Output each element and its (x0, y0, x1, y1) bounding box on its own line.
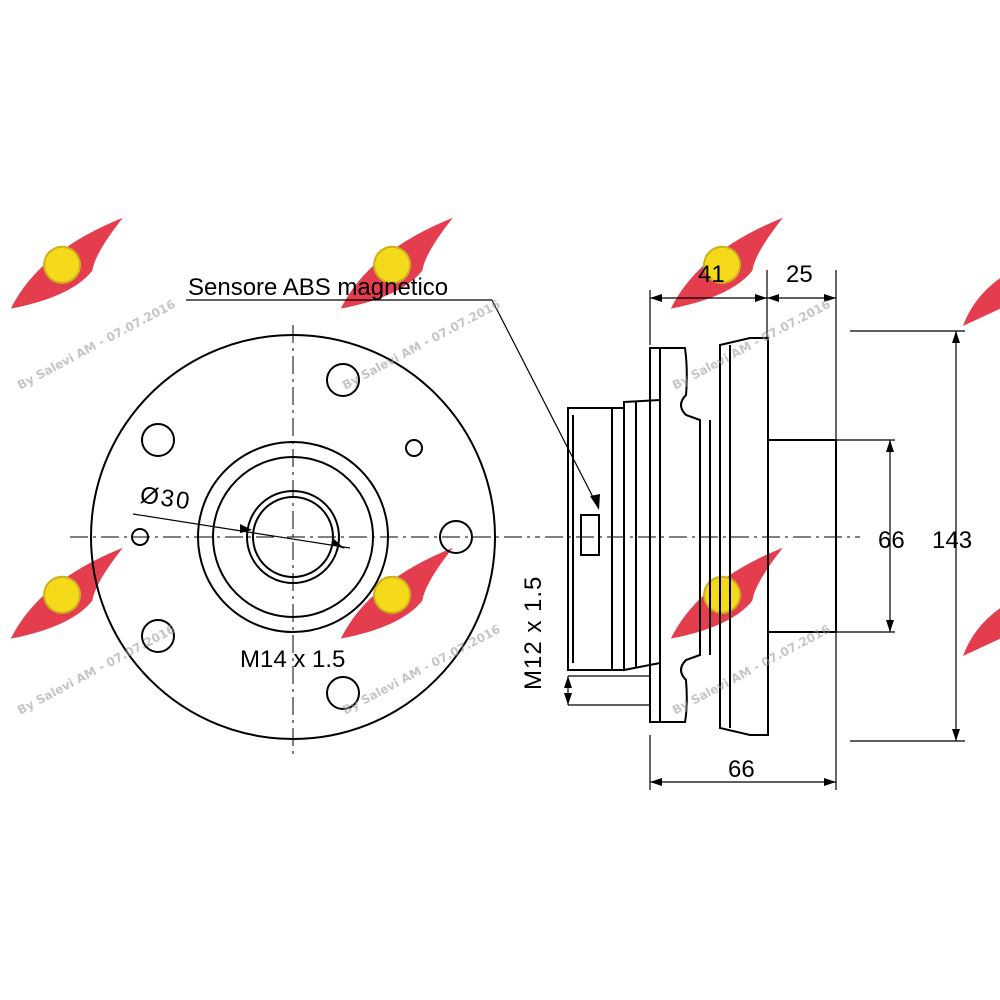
dim-66-side-label: 66 (878, 527, 905, 554)
abs-sensor-element (580, 514, 600, 556)
diameter-arrow-left (240, 524, 252, 533)
bore-outer (246, 490, 340, 584)
stud-hole (141, 619, 175, 653)
watermark-logos (10, 217, 1000, 656)
dim-66-bottom-label: 66 (728, 756, 755, 783)
diameter-arrow-right (333, 539, 345, 549)
stud-hole (326, 676, 360, 710)
locating-hole (405, 439, 423, 457)
stud-hole (141, 423, 175, 457)
abs-sensor-label: Sensore ABS magnetico (188, 274, 449, 301)
stud-hole (439, 520, 473, 554)
center-thread-label: M14 x 1.5 (240, 646, 346, 673)
stud-hole (326, 363, 360, 397)
front-view (70, 325, 540, 755)
hub-inner-ring (212, 456, 374, 618)
outer-flange-circle (90, 334, 496, 740)
stud-thread-label: M12 x 1.5 (520, 575, 547, 690)
locating-hole (131, 528, 149, 546)
mounting-flange (649, 347, 701, 723)
bore-inner (252, 496, 334, 578)
dim-25-label: 25 (786, 261, 813, 288)
dim-41-label: 41 (698, 261, 725, 288)
hub-outer-ring (197, 441, 389, 633)
bearing-middle (623, 398, 661, 672)
abs-sensor-leader (186, 299, 600, 510)
wheel-flange (719, 337, 769, 736)
bearing-inner-body (567, 407, 625, 671)
pilot-hub (768, 439, 837, 633)
side-view (545, 270, 965, 790)
dim-143-label: 143 (932, 527, 973, 554)
